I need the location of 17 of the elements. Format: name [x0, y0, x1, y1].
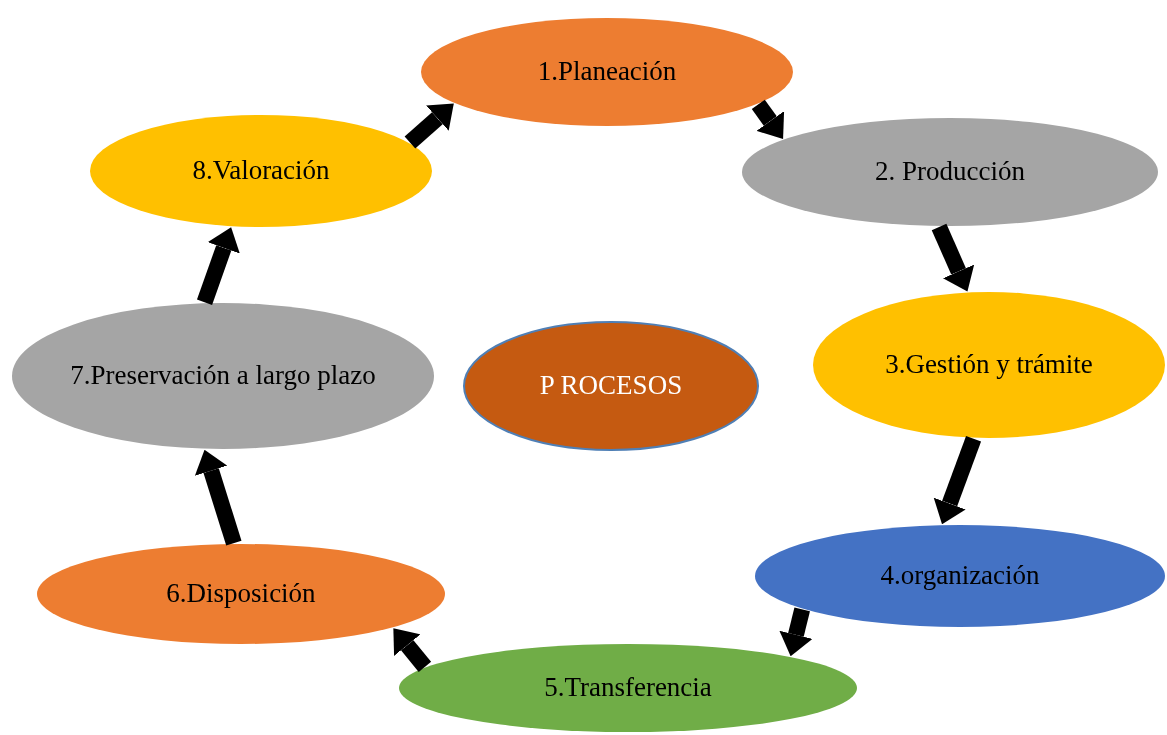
block-arrow [779, 607, 813, 657]
block-arrow [404, 103, 454, 149]
step-label: 2. Producción [874, 156, 1026, 188]
block-arrow [194, 449, 242, 546]
step-label: 4.organización [879, 560, 1041, 592]
step-label: 5.Transferencia [543, 672, 713, 704]
step-label: 7.Preservación a largo plazo [69, 360, 377, 392]
block-arrow [933, 435, 982, 525]
step-label: 6.Disposición [165, 578, 317, 610]
block-arrow [393, 628, 432, 672]
step-label: 3.Gestión y trámite [884, 349, 1094, 381]
block-arrow [931, 223, 975, 292]
block-arrow [751, 99, 785, 139]
block-arrow [197, 227, 240, 305]
step-label: 1.Planeación [536, 56, 678, 88]
center-label: P ROCESOS [538, 370, 684, 402]
step-label: 8.Valoración [191, 155, 331, 187]
